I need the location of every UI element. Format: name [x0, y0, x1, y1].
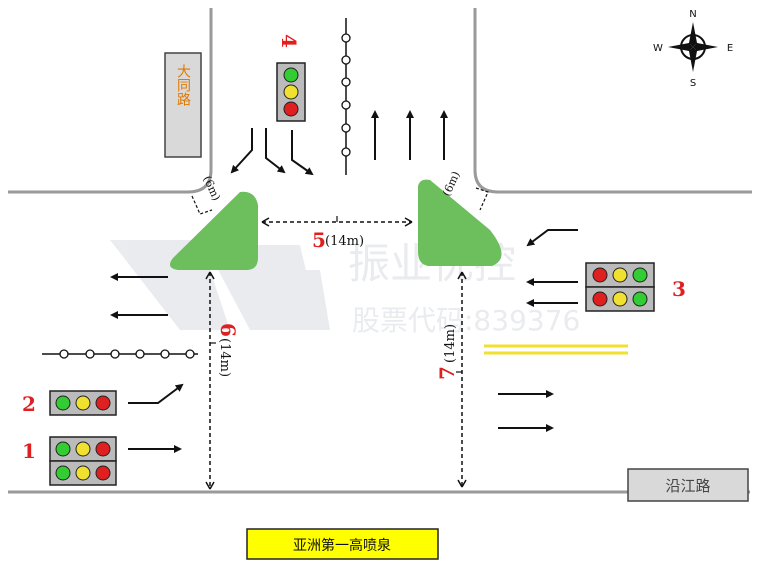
compass-e: E — [727, 43, 733, 54]
road-edges — [8, 8, 752, 494]
traffic-signal-3: 3 — [585, 262, 686, 312]
compass-s: S — [690, 78, 696, 89]
compass-icon: N S W E — [653, 9, 733, 89]
east-yellow-line — [484, 344, 628, 355]
arrow-n-straight-b — [291, 130, 314, 176]
compass-w: W — [653, 43, 663, 54]
measure-5-number: 5 — [312, 228, 326, 252]
measure-5: 5 (14m) — [261, 216, 413, 252]
direction-arrows — [110, 110, 578, 453]
south-road-name-bg — [627, 468, 749, 502]
signal-4-lamp-1 — [283, 67, 299, 83]
traffic-island-east — [418, 179, 502, 266]
compass-n: N — [689, 9, 696, 20]
road-edge-nw — [8, 8, 213, 194]
signal-4-lamp-2 — [283, 84, 299, 100]
traffic-signal-4: 4 — [276, 34, 306, 122]
landmark-bg — [246, 528, 439, 560]
north-lane-divider — [341, 18, 351, 175]
west-road-name: 大同路 — [175, 64, 191, 106]
landmark-box: 亚洲第一高喷泉 — [246, 528, 439, 560]
signal-2-label: 2 — [22, 392, 36, 416]
west-road-name-box: 大同路 — [164, 52, 202, 158]
measure-7-text: (14m) — [443, 324, 458, 363]
arrow-n-straight-a — [265, 128, 286, 174]
corner-measure-nw: (6m) — [191, 174, 223, 215]
traffic-signal-1: 1 — [22, 436, 117, 486]
signal-4-lamp-3 — [283, 101, 299, 117]
traffic-signal-2: 2 — [22, 390, 117, 416]
landmark-label: 亚洲第一高喷泉 — [293, 537, 391, 554]
measure-7: 7 (14m) — [435, 271, 467, 488]
signal-1-label: 1 — [22, 439, 36, 463]
watermark: 振业优控 股票代码:839376 — [110, 239, 580, 337]
measure-6: 6 (14m) — [205, 271, 240, 490]
signal-4-label: 4 — [277, 34, 301, 48]
watermark-text-2: 股票代码:839376 — [352, 304, 580, 337]
measure-7-number: 7 — [435, 366, 459, 380]
west-lane-divider — [42, 349, 198, 359]
arrow-n-left — [230, 128, 253, 174]
south-road-name: 沿江路 — [665, 477, 710, 495]
road-edge-ne — [473, 8, 752, 194]
traffic-island-west — [169, 191, 258, 270]
arrow-e-left-turn — [526, 229, 578, 247]
signal-3-label: 3 — [672, 277, 686, 301]
measure-6-text: (14m) — [217, 338, 232, 377]
west-road-name-bg — [164, 52, 202, 158]
measure-6-number: 6 — [216, 323, 240, 337]
arrow-w-right-turn — [128, 383, 184, 404]
measure-5-text: (14m) — [325, 234, 364, 249]
south-road-name-box: 沿江路 — [627, 468, 749, 502]
corner-measure-ne-label: (6m) — [440, 169, 463, 198]
